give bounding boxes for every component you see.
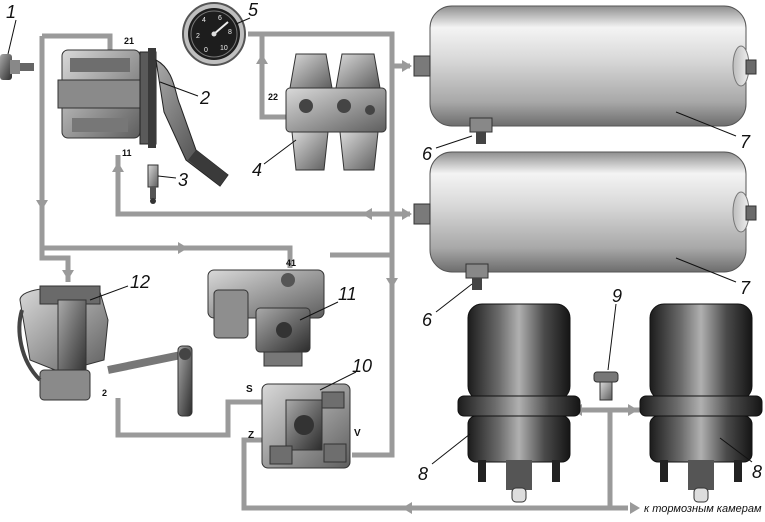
gauge-tick-10: 10 — [220, 45, 228, 52]
brake-valve-pedal — [57, 48, 229, 187]
callout-8b: 8 — [752, 462, 762, 482]
hand-valve-knob — [0, 54, 34, 80]
pipe-12-to-10 — [115, 398, 262, 438]
port-21: 21 — [124, 36, 134, 46]
arrow-down-12 — [62, 270, 74, 280]
port-11: 11 — [122, 148, 132, 158]
arrow-left-mid — [362, 208, 372, 220]
callout-6a: 6 — [422, 144, 433, 164]
port-z: Z — [248, 430, 254, 441]
air-tank-lower — [413, 151, 757, 290]
callout-5: 5 — [248, 0, 259, 20]
relay-valve — [261, 383, 351, 469]
arrow-up-4 — [256, 54, 268, 64]
gauge-tick-2: 2 — [196, 33, 200, 40]
pressure-sensor — [147, 164, 159, 204]
brake-chamber-right — [639, 303, 763, 503]
arrow-right-tank1 — [402, 60, 412, 72]
tee-valve — [593, 371, 619, 401]
pipe-gauge-to-tank — [248, 31, 410, 69]
callout-12: 12 — [130, 272, 150, 292]
brake-chamber-left — [457, 303, 581, 503]
callout-1: 1 — [6, 2, 16, 22]
gauge-tick-0: 0 — [204, 47, 208, 54]
pipe-right-trunk — [352, 66, 395, 458]
arrow-down-trunk — [386, 278, 398, 288]
port-41: 41 — [286, 258, 296, 268]
leader-lines — [7, 17, 753, 465]
callout-6b: 6 — [422, 310, 433, 330]
brake-chambers-note: к тормозным камерам — [644, 503, 762, 515]
air-tank-upper — [413, 5, 757, 144]
control-valve-11 — [207, 269, 325, 367]
gauge-tick-6: 6 — [218, 15, 222, 22]
callout-10: 10 — [352, 356, 372, 376]
arrow-down-left — [36, 200, 48, 210]
port-s: S — [246, 384, 253, 395]
port-labels: 21 11 22 41 2 S Z V — [102, 36, 361, 441]
callout-8a: 8 — [418, 464, 428, 484]
port-22: 22 — [268, 92, 278, 102]
port-v: V — [354, 428, 361, 439]
callout-11: 11 — [338, 284, 357, 304]
callout-9: 9 — [612, 286, 622, 306]
pipe-gauge-to-4 — [248, 31, 288, 120]
callout-7a: 7 — [740, 132, 751, 152]
air-lines — [36, 31, 640, 514]
pipe-mid-horizontal — [115, 155, 410, 217]
arrow-right-chamber — [628, 404, 638, 416]
arrow-right-tank2 — [402, 208, 412, 220]
pressure-gauge: 0 2 4 6 8 10 — [182, 2, 246, 66]
callout-2: 2 — [199, 88, 210, 108]
gauge-tick-4: 4 — [202, 17, 206, 24]
gauge-tick-8: 8 — [228, 29, 232, 36]
protection-valve — [285, 53, 387, 171]
callout-3: 3 — [178, 170, 188, 190]
port-2: 2 — [102, 388, 107, 398]
arrow-right-mid — [178, 242, 188, 254]
callout-labels: 1 2 3 4 5 6 6 7 7 8 8 9 10 11 12 — [6, 0, 762, 484]
callout-4: 4 — [252, 160, 262, 180]
pipe-to-valve-11 — [42, 245, 293, 268]
pressure-regulator — [17, 285, 193, 417]
arrow-up-11 — [112, 162, 124, 172]
arrow-left-bottom — [402, 502, 412, 514]
callout-7b: 7 — [740, 278, 751, 298]
arrow-right-bottom — [630, 502, 640, 514]
